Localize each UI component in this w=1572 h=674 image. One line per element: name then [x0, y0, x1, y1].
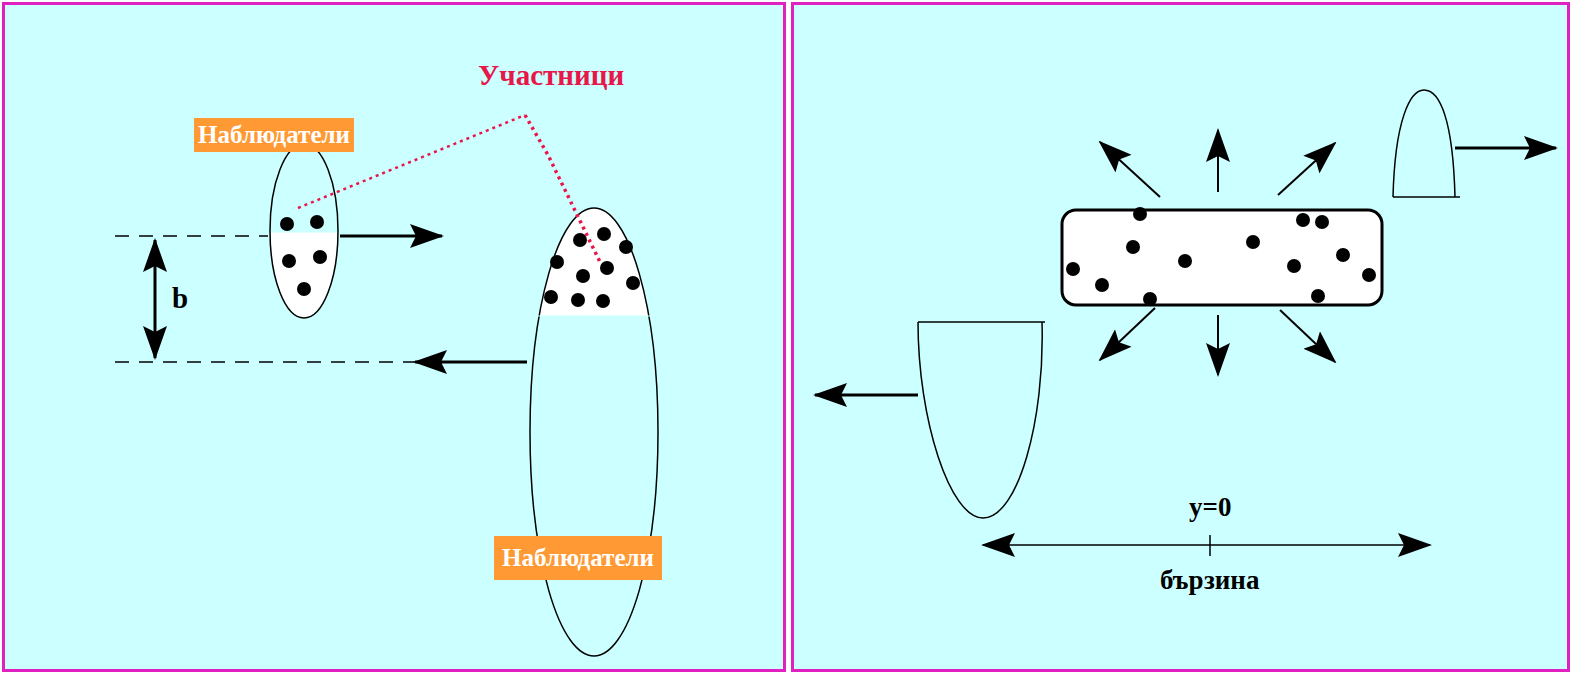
nucleon-dots	[280, 215, 327, 296]
participants-label: Участници	[478, 60, 624, 92]
rapidity-axis	[983, 544, 1430, 546]
impact-parameter-label: b	[172, 283, 188, 315]
left-panel	[2, 2, 786, 672]
axis-tick	[1209, 535, 1211, 556]
impact-parameter-arrow	[154, 240, 157, 358]
trajectory-line	[115, 361, 420, 363]
emission-arrows	[1100, 130, 1335, 375]
nucleon-dots	[544, 227, 640, 308]
spectator-fragment	[918, 322, 1042, 518]
observer-box: Наблюдатели	[494, 536, 662, 580]
trajectory-line	[115, 235, 268, 237]
observer-text: Наблюдатели	[502, 544, 654, 572]
motion-arrow	[1455, 147, 1556, 150]
nucleus-outline	[270, 144, 338, 318]
motion-arrow	[415, 361, 527, 364]
leader-line	[525, 115, 600, 262]
observer-text: Наблюдатели	[198, 121, 350, 149]
observer-box: Наблюдатели	[194, 118, 354, 152]
motion-arrow	[340, 235, 442, 238]
nucleus-outline	[530, 208, 658, 656]
nucleon-dots	[1066, 207, 1376, 306]
axis-title: бързина	[1160, 566, 1259, 596]
axis-origin-label: y=0	[1189, 493, 1231, 523]
spectator-fragment	[1393, 90, 1455, 197]
fireball-region	[1062, 210, 1382, 305]
motion-arrow	[815, 394, 918, 397]
